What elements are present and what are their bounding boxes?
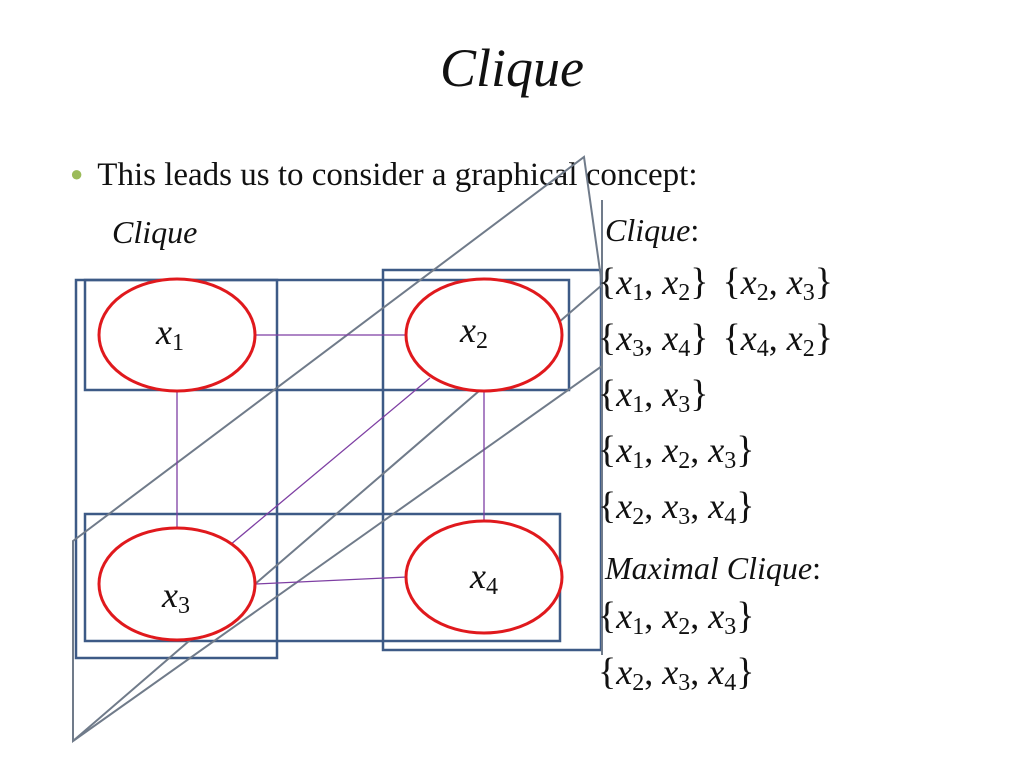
- set-row: {x1, x2}{x2, x3}: [598, 258, 847, 306]
- brace-close: }: [814, 261, 833, 303]
- set-separator: ,: [768, 262, 787, 302]
- set-row: {x2, x3, x4}: [598, 482, 768, 530]
- set-variable: x2: [616, 486, 645, 530]
- clique-set: {x2, x3, x4}: [598, 651, 755, 696]
- set-separator: ,: [644, 652, 663, 692]
- set-variable: x4: [708, 652, 737, 696]
- bullet-item: ● This leads us to consider a graphical c…: [70, 152, 698, 197]
- set-separator: ,: [644, 262, 663, 302]
- set-variable: x3: [616, 318, 645, 362]
- node-label-x3: x3: [162, 575, 190, 619]
- clique-set: {x1, x2}: [598, 261, 709, 306]
- set-separator: ,: [768, 318, 787, 358]
- clique-set: {x4, x2}: [722, 317, 833, 362]
- brace-close: }: [736, 651, 755, 693]
- set-separator: ,: [690, 430, 709, 470]
- set-variable: x1: [616, 262, 645, 306]
- node-x3: [97, 526, 257, 642]
- set-variable: x3: [786, 262, 815, 306]
- brace-open: {: [722, 317, 741, 359]
- clique-region-edge-lower: [72, 365, 603, 742]
- brace-close: }: [736, 485, 755, 527]
- brace-open: {: [722, 261, 741, 303]
- set-separator: ,: [644, 486, 663, 526]
- brace-close: }: [690, 261, 709, 303]
- set-variable: x1: [616, 596, 645, 640]
- node-box-x1: [83, 278, 571, 392]
- set-separator: ,: [690, 596, 709, 636]
- brace-open: {: [598, 429, 617, 471]
- slide-title: Clique: [440, 38, 584, 98]
- brace-open: {: [598, 373, 617, 415]
- brace-open: {: [598, 595, 617, 637]
- clique-set: {x2, x3, x4}: [598, 485, 755, 530]
- brace-open: {: [598, 317, 617, 359]
- bullet-icon: ●: [70, 161, 84, 186]
- node-label-x1: x1: [156, 312, 184, 356]
- set-separator: ,: [644, 374, 663, 414]
- clique-set: {x2, x3}: [722, 261, 833, 306]
- diagram-caption: Clique: [112, 214, 198, 250]
- set-row: {x1, x2, x3}: [598, 426, 768, 474]
- set-row: {x1, x2, x3}: [598, 592, 768, 640]
- brace-close: }: [736, 429, 755, 471]
- set-variable: x2: [662, 262, 691, 306]
- set-variable: x3: [662, 652, 691, 696]
- node-label-x2: x2: [460, 310, 488, 354]
- set-variable: x3: [708, 596, 737, 640]
- node-x1: [97, 277, 257, 393]
- brace-open: {: [598, 651, 617, 693]
- set-variable: x4: [662, 318, 691, 362]
- set-row: {x3, x4}{x4, x2}: [598, 314, 847, 362]
- set-variable: x2: [786, 318, 815, 362]
- brace-close: }: [690, 317, 709, 359]
- brace-open: {: [598, 485, 617, 527]
- set-variable: x3: [662, 374, 691, 418]
- node-x2: [404, 277, 564, 393]
- set-separator: ,: [644, 430, 663, 470]
- brace-close: }: [690, 373, 709, 415]
- maximal-clique-heading: Maximal Clique:: [605, 550, 821, 586]
- set-separator: ,: [690, 486, 709, 526]
- set-row: {x1, x3}: [598, 370, 722, 418]
- set-variable: x2: [616, 652, 645, 696]
- node-label-x4: x4: [470, 556, 498, 600]
- set-variable: x3: [708, 430, 737, 474]
- set-separator: ,: [644, 596, 663, 636]
- clique-set: {x3, x4}: [598, 317, 709, 362]
- brace-close: }: [814, 317, 833, 359]
- brace-open: {: [598, 261, 617, 303]
- set-variable: x2: [740, 262, 769, 306]
- set-variable: x2: [662, 430, 691, 474]
- set-separator: ,: [644, 318, 663, 358]
- edge-x2-x3: [229, 377, 431, 546]
- node-x4: [404, 519, 564, 635]
- brace-close: }: [736, 595, 755, 637]
- set-separator: ,: [690, 652, 709, 692]
- clique-region-x1-x2-x3: [72, 155, 604, 744]
- set-variable: x4: [740, 318, 769, 362]
- set-variable: x3: [662, 486, 691, 530]
- clique-set: {x1, x2, x3}: [598, 595, 755, 640]
- set-row: {x2, x3, x4}: [598, 648, 768, 696]
- clique-set: {x1, x3}: [598, 373, 709, 418]
- set-variable: x1: [616, 430, 645, 474]
- set-variable: x2: [662, 596, 691, 640]
- set-variable: x1: [616, 374, 645, 418]
- set-variable: x4: [708, 486, 737, 530]
- bullet-text: This leads us to consider a graphical co…: [97, 157, 698, 193]
- edge-x3-x4: [255, 576, 408, 585]
- clique-heading: Clique:: [605, 212, 700, 248]
- clique-set: {x1, x2, x3}: [598, 429, 755, 474]
